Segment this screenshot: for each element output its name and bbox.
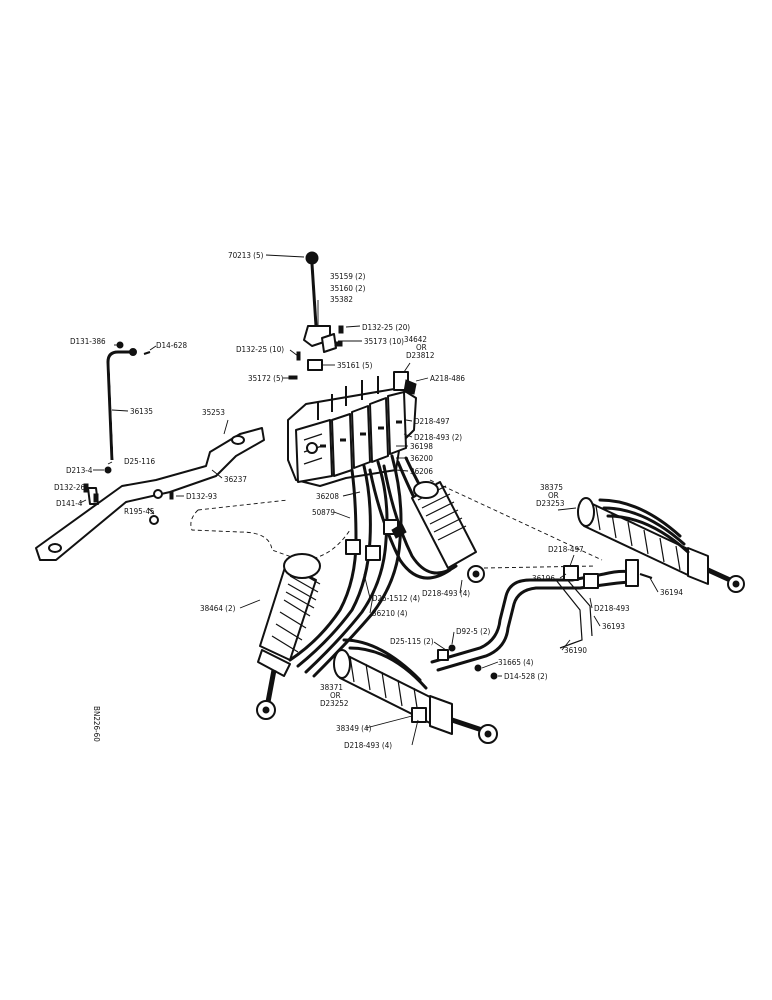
- callout-36200: 36200: [410, 454, 433, 463]
- callout-d218-497-right: D218-497: [548, 545, 584, 554]
- callout-35173: 35173 (10): [364, 337, 404, 346]
- callout-35161: 35161 (5): [337, 361, 373, 370]
- callout-or-1: OR: [416, 343, 427, 352]
- callout-36237: 36237: [224, 475, 247, 484]
- cylinder-upper-center: [411, 481, 485, 583]
- callout-35160: 35160 (2): [330, 284, 366, 293]
- callout-d14-528: D14-528 (2): [504, 672, 548, 681]
- lever-hardware: [288, 325, 344, 380]
- callout-d132-25-10: D132-25 (10): [236, 345, 284, 354]
- callout-d132-93: D132-93: [186, 492, 217, 501]
- callout-70213: 70213 (5): [228, 251, 264, 260]
- leader-lines: [79, 254, 659, 746]
- callout-d218-497-valve: D218-497: [414, 417, 450, 426]
- callout-a218-486: A218-486: [430, 374, 465, 383]
- callout-d25-115: D25-115 (2): [390, 637, 434, 646]
- callout-36190: 36190: [564, 646, 587, 655]
- cylinder-right-upper: [577, 497, 745, 593]
- tube-routing: [430, 559, 653, 672]
- callout-35382: 35382: [330, 295, 353, 304]
- control-valve: [287, 371, 417, 487]
- callout-d141-4: D141-4: [56, 499, 83, 508]
- callout-35253: 35253: [202, 408, 225, 417]
- rockshaft-arm: [35, 427, 265, 561]
- callout-35159: 35159 (2): [330, 272, 366, 281]
- callout-50879: 50879: [312, 508, 335, 517]
- callout-36196: 36196: [532, 574, 555, 583]
- callout-or-2: OR: [548, 491, 559, 500]
- callout-d23812: D23812: [406, 351, 434, 360]
- callout-35172: 35172 (5): [248, 374, 284, 383]
- callout-38375: 38375: [540, 483, 563, 492]
- callout-d92-5: D92-5 (2): [456, 627, 491, 636]
- callout-or-3: OR: [330, 691, 341, 700]
- callout-36135: 36135: [130, 407, 153, 416]
- callout-38464: 38464 (2): [200, 604, 236, 613]
- callout-38371: 38371: [320, 683, 343, 692]
- cylinder-lower-center: [333, 638, 498, 744]
- callout-d131-386: D131-386: [70, 337, 106, 346]
- cylinder-left: [256, 553, 321, 720]
- control-lever: [303, 251, 337, 353]
- lift-rod: [104, 341, 151, 474]
- callout-36198: 36198: [410, 442, 433, 451]
- callout-d132-26: D132-26: [54, 483, 85, 492]
- callout-d23252: D23252: [320, 699, 348, 708]
- callout-31665: 31665 (4): [498, 658, 534, 667]
- callout-d132-25-20: D132-25 (20): [362, 323, 410, 332]
- callout-d218-493: D218-493: [594, 604, 630, 613]
- hoses: [288, 454, 458, 678]
- callout-36206: 36206: [410, 467, 433, 476]
- callout-d14-628: D14-628: [156, 341, 187, 350]
- callout-d218-493-4-lower: D218-493 (4): [344, 741, 392, 750]
- callout-36194: 36194: [660, 588, 683, 597]
- callout-d213-4: D213-4: [66, 466, 93, 475]
- callout-36210: 36210 (4): [372, 609, 408, 618]
- callout-d218-493-2: D218-493 (2): [414, 433, 462, 442]
- callout-36208: 36208: [316, 492, 339, 501]
- hose-fittings: [345, 519, 407, 561]
- callout-d25-1512: D25-1512 (4): [372, 594, 420, 603]
- figure-code: BN226-60: [92, 706, 101, 742]
- callout-34642: 34642: [404, 335, 427, 344]
- callout-d25-116: D25-116: [124, 457, 155, 466]
- callout-d23253: D23253: [536, 499, 564, 508]
- callout-d218-493-4-upper: D218-493 (4): [422, 589, 470, 598]
- callout-r195-45: R195-45: [124, 507, 155, 516]
- callout-38349: 38349 (4): [336, 724, 372, 733]
- callout-36193: 36193: [602, 622, 625, 631]
- callout-labels: 70213 (5) 35159 (2) 35160 (2) 35382 D132…: [54, 251, 683, 750]
